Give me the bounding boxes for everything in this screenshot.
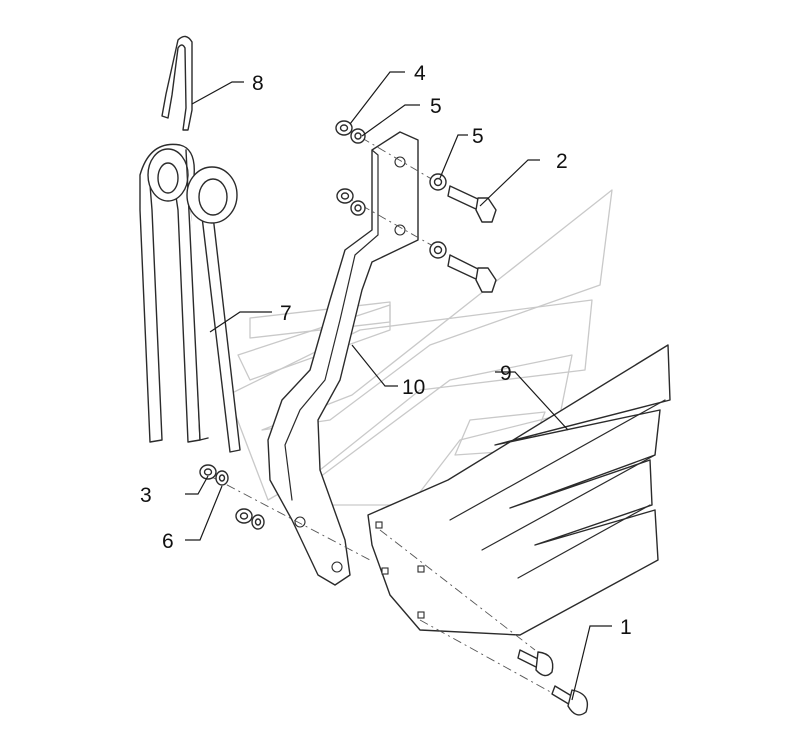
carriage-bolt-2 — [551, 685, 589, 716]
washer-lower-1 — [215, 470, 229, 486]
nut-upper-1 — [335, 120, 353, 136]
callout-1: 1 — [620, 616, 632, 639]
callout-9: 9 — [500, 362, 512, 385]
callout-8: 8 — [252, 72, 264, 95]
carriage-bolt-1 — [517, 649, 554, 677]
spring-clip — [161, 35, 193, 131]
callout-4: 4 — [414, 62, 426, 85]
assembly-centerlines — [209, 127, 566, 701]
nut-lower-1 — [199, 464, 217, 480]
deflector-plate — [367, 344, 671, 636]
nut-lower-2 — [235, 508, 253, 524]
washer-lower-2 — [251, 514, 265, 530]
spring-tine — [139, 143, 241, 453]
hex-bolt-1 — [447, 185, 497, 223]
nut-upper-2 — [336, 188, 354, 204]
hex-bolt-2 — [447, 254, 497, 293]
callout-5-upper: 5 — [430, 95, 442, 118]
callout-10: 10 — [402, 376, 425, 399]
washer-bolt-2 — [429, 241, 447, 259]
callout-5-bolt: 5 — [472, 125, 484, 148]
washer-upper-2 — [350, 200, 366, 216]
callout-7: 7 — [280, 302, 292, 325]
washer-upper-1 — [350, 128, 366, 144]
washer-bolt-1 — [429, 173, 447, 191]
bracket-arm — [267, 131, 419, 586]
callout-3: 3 — [140, 484, 152, 507]
leader-lines — [185, 71, 612, 701]
callout-6: 6 — [162, 530, 174, 553]
callout-2: 2 — [556, 150, 568, 173]
